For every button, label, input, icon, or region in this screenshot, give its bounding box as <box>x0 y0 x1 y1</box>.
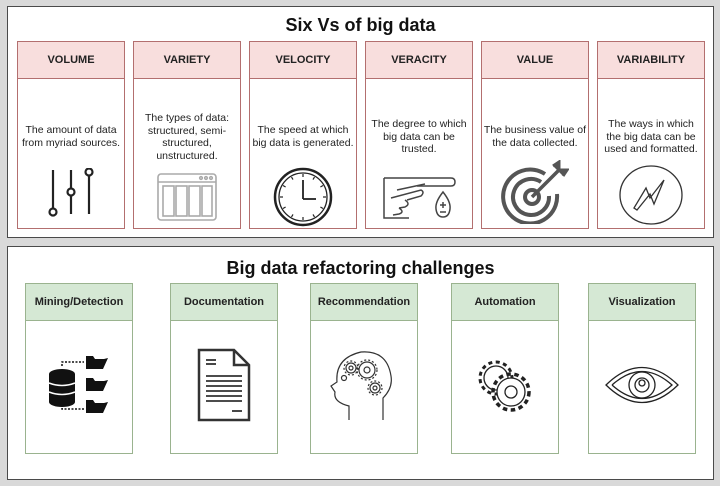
card-description: The types of data: structured, semi-stru… <box>144 112 230 162</box>
eye-icon <box>605 366 679 404</box>
zigzag-circle-icon <box>619 165 683 225</box>
card-header: VOLUME <box>18 42 124 79</box>
database-folders-icon <box>48 356 108 413</box>
card-recommendation: Recommendation <box>310 283 418 454</box>
card-automation: Automation <box>451 283 559 454</box>
card-description: The degree to which big data can be trus… <box>371 118 467 155</box>
head-gears-icon <box>330 351 392 420</box>
card-header: Mining/Detection <box>26 284 132 321</box>
card-velocity: VELOCITY The speed at which big data is … <box>249 41 357 229</box>
six-vs-title: Six Vs of big data <box>285 15 436 35</box>
card-header: Documentation <box>171 284 277 321</box>
card-documentation: Documentation <box>170 283 278 454</box>
challenges-title: Big data refactoring challenges <box>226 258 495 278</box>
card-header: Automation <box>452 284 558 321</box>
blood-test-icon <box>383 177 456 219</box>
card-mining-detection: Mining/Detection <box>25 283 133 454</box>
target-icon <box>501 160 569 224</box>
card-description: The speed at which big data is generated… <box>252 124 354 149</box>
card-header: VELOCITY <box>250 42 356 79</box>
card-header: Visualization <box>589 284 695 321</box>
card-header: VALUE <box>482 42 588 79</box>
challenges-panel: Big data refactoring challenges Mining/D… <box>7 246 714 480</box>
card-volume: VOLUME The amount of data from myriad so… <box>17 41 125 229</box>
card-value: VALUE The business value of the data col… <box>481 41 589 229</box>
gears-icon <box>478 360 531 412</box>
card-description: The ways in which the big data can be us… <box>604 118 698 155</box>
document-icon <box>197 348 251 422</box>
sliders-icon <box>48 168 94 217</box>
browser-window-icon <box>157 173 217 221</box>
card-visualization: Visualization <box>588 283 696 454</box>
card-header: VARIETY <box>134 42 240 79</box>
card-header: VERACITY <box>366 42 472 79</box>
card-variety: VARIETY The types of data: structured, s… <box>133 41 241 229</box>
card-variability: VARIABILITY The ways in which the big da… <box>597 41 705 229</box>
six-vs-panel: Six Vs of big data VOLUME The amount of … <box>7 6 714 238</box>
clock-icon <box>273 167 333 227</box>
card-description: The amount of data from myriad sources. <box>21 124 121 149</box>
card-veracity: VERACITY The degree to which big data ca… <box>365 41 473 229</box>
card-description: The business value of the data collected… <box>483 124 587 149</box>
card-header: Recommendation <box>311 284 417 321</box>
card-header: VARIABILITY <box>598 42 704 79</box>
